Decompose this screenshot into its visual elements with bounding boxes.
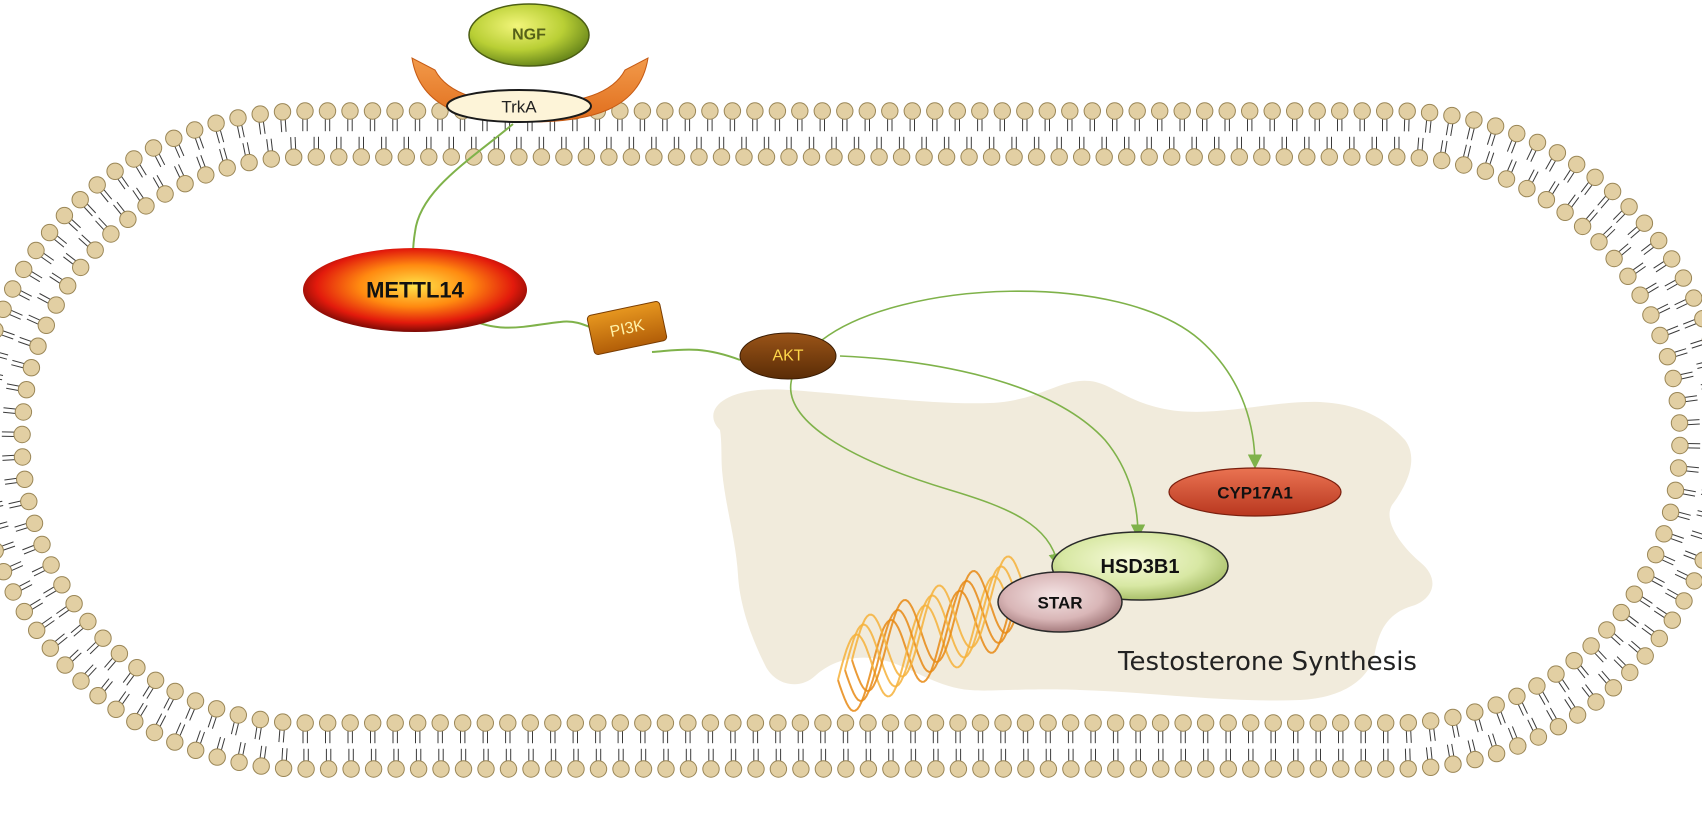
- dna-helix-icon: [837, 555, 1025, 712]
- lipid-heads: [13, 148, 1689, 732]
- ngf-node: NGF: [468, 3, 590, 67]
- hsd3b1-label: HSD3B1: [1101, 556, 1180, 578]
- mettl14-label: METTL14: [366, 278, 465, 303]
- lipid-tails: [1, 136, 1701, 744]
- testosterone-synthesis-label: Testosterone Synthesis: [1117, 647, 1417, 677]
- star-label: STAR: [1037, 594, 1082, 613]
- lipid-bilayer-membrane: [0, 102, 1702, 778]
- star-node: STAR: [997, 571, 1123, 633]
- arrow-akt-cyp17a1: [821, 290, 1263, 469]
- arrow-akt-star: [789, 377, 1063, 568]
- connector-trka-mettl14: [411, 123, 514, 269]
- lipid-tails: [0, 118, 1702, 762]
- akt-label: AKT: [772, 348, 803, 365]
- connector-pi3k-akt: [651, 348, 741, 361]
- trka-label: TrkA: [501, 98, 537, 117]
- ngf-label: NGF: [512, 27, 546, 44]
- connector-mettl14-pi3k: [467, 317, 593, 329]
- akt-node: AKT: [739, 332, 837, 380]
- pi3k-node: PI3K: [586, 300, 668, 356]
- cyp17a1-label: CYP17A1: [1217, 484, 1293, 503]
- trka-receptor: TrkA: [411, 57, 649, 123]
- pi3k-label: PI3K: [608, 317, 646, 341]
- mettl14-node: METTL14: [303, 248, 527, 332]
- arrow-akt-hsd3b1: [839, 355, 1146, 539]
- cyp17a1-node: CYP17A1: [1168, 467, 1342, 517]
